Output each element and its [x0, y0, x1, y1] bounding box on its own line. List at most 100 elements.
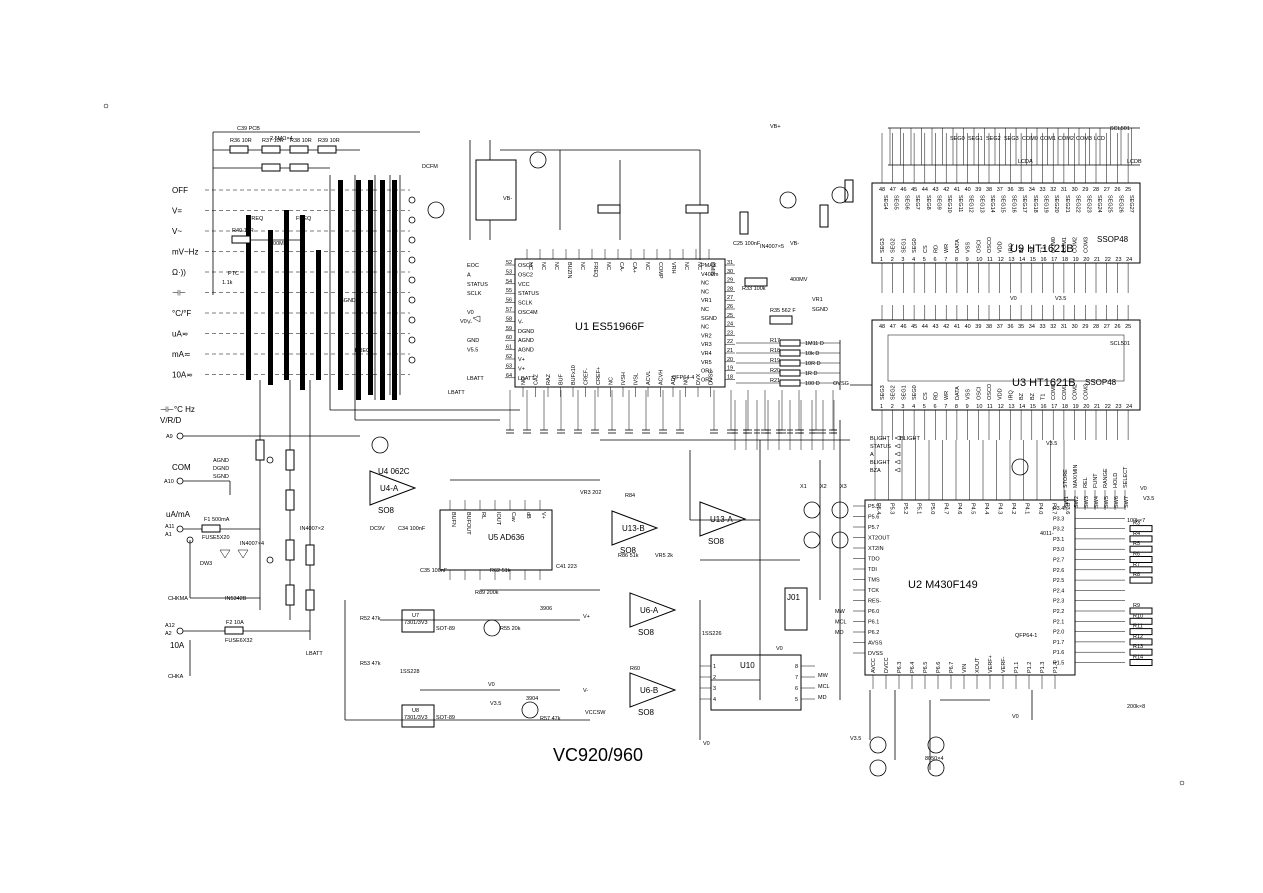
u2-pin-signal: P5.7 [868, 525, 879, 531]
input-com: COM A10 AGND DGND SGND [164, 458, 231, 495]
a10-label: 10A [170, 641, 185, 650]
u1-pin-signal: NC [684, 377, 690, 385]
u3-pin-signal: SEG0 [912, 385, 918, 400]
u2-net-resistor: R6 [1133, 552, 1140, 558]
resistor [1129, 535, 1153, 543]
u1-pin-number: 29 [727, 278, 733, 284]
u3-pin-number: 11 [987, 404, 993, 410]
u1-pin-signal: BUF [559, 373, 565, 385]
label-sgnd: SGND [340, 298, 356, 304]
u1-pin-signal: ACVL [646, 371, 652, 385]
u9-pin-number: 16 [1041, 257, 1047, 263]
lcd-bus-label: LCD [1094, 136, 1105, 142]
power-rails: V0 V0 V3.5 V0 V3.5 V3.5 V+ V- VCCSW V0 V… [460, 124, 1154, 747]
gnd-ref-agnd: AGND [213, 458, 229, 464]
net-vb-: VB- [503, 196, 512, 202]
opamp-package: SO8 [620, 546, 637, 555]
u3-pin-number: 29 [1082, 324, 1088, 330]
label-ptc: PTC [228, 271, 239, 277]
resistor [285, 449, 295, 471]
divider-id: R17 [770, 338, 780, 344]
u1-pin-signal: CAZ [534, 373, 540, 385]
lcd-b-label: LCDB [1127, 159, 1142, 165]
u1-pin-number: 62 [506, 354, 512, 360]
chka-label: CHKA [168, 674, 184, 680]
net-blight: BLIGHT [900, 436, 921, 442]
u2-pin-signal: P3.3 [1053, 516, 1064, 522]
rail-v0-u2: V0 [1140, 486, 1147, 492]
u9-pin-signal: COM3 [1083, 237, 1089, 253]
u3-pin-number: 14 [1019, 404, 1025, 410]
u3-pin-number: 3 [901, 404, 904, 410]
u2-pin-signal: XT2OUT [868, 536, 890, 542]
u2-pin-signal: P1.4 [1053, 662, 1059, 673]
u2-pin-signal: P4.5 [970, 503, 976, 514]
a9-function-label-2: V/R/D [160, 416, 182, 425]
u9-pin-number: 31 [1061, 187, 1067, 193]
u3-pin-signal: WR [944, 391, 950, 400]
u9-pin-number: 18 [1062, 257, 1068, 263]
u2-pin-signal: P1.7 [1053, 640, 1064, 646]
u2-pin-signal: P5.2 [902, 503, 908, 514]
u9-pin-number: 43 [933, 187, 939, 193]
u9-pin-number: 6 [934, 257, 937, 263]
u3-pin-number: 18 [1062, 404, 1068, 410]
u1-pin-number: 58 [506, 316, 512, 322]
u2-pin-signal: P2.4 [1053, 588, 1064, 594]
u9-pin-signal: BZ [1019, 245, 1025, 253]
u5-pin-signal: V+ [540, 512, 546, 519]
corner-mark [1179, 780, 1185, 786]
u5-pin-signal: dB [525, 512, 531, 519]
resistor-r33 [744, 277, 768, 287]
u9-pin-number: 45 [911, 187, 917, 193]
u9-pin-signal: SEG1 [901, 238, 907, 253]
rail-v0-u9: V0 [1010, 296, 1017, 302]
regulator-u8-body [401, 704, 435, 728]
u9-pin-signal: SEG23 [1085, 195, 1091, 213]
label-vr3: VR3 202 [580, 490, 601, 496]
u2-pin-signal: P3.4 [1053, 506, 1064, 512]
chip-u9-body [871, 182, 1141, 264]
u2-switch-id: SW7 [1124, 496, 1130, 508]
resistor [1129, 576, 1153, 584]
u1-pin-signal: OR2 [701, 377, 712, 383]
u1-pin-signal: VR3 [701, 342, 712, 348]
u10-pin-number: 8 [795, 664, 798, 670]
u3-pin-signal: RD [934, 392, 940, 400]
u1-pin-signal: LBATT [518, 376, 535, 382]
u3-pin-signal: VSS [966, 389, 972, 400]
u3-pin-number: 22 [1105, 404, 1111, 410]
ua-ma-id-2: A1 [165, 532, 172, 538]
u3-pin-number: 35 [1018, 324, 1024, 330]
u9-pin-signal: SEG13 [978, 195, 984, 213]
resistor [739, 211, 749, 235]
u1-pin-signal: V+ [518, 366, 525, 372]
u9-pin-number: 7 [944, 257, 947, 263]
u5-pin-signal: BUFOUT [465, 512, 471, 535]
selector-label: V~ [172, 227, 182, 236]
u1-pin-signal: IVSH [621, 372, 627, 385]
u2-net-resistor: R8 [1133, 572, 1140, 578]
u2-net-resistor: R12 [1133, 634, 1143, 640]
opamp-label: U6-A [640, 606, 659, 615]
u9-pin-number: 38 [986, 187, 992, 193]
net-ovsg: OVSG [833, 381, 849, 387]
u3-pin-number: 2 [891, 404, 894, 410]
u9-pin-number: 39 [975, 187, 981, 193]
u9-pin-signal: SEG15 [1000, 195, 1006, 213]
label-c41: C41 223 [556, 564, 577, 570]
u2-pin-signal: P5.1 [916, 503, 922, 514]
chip-u1-body [514, 258, 726, 388]
u2-pin-signal: P1.3 [1040, 662, 1046, 673]
u2-pin-signal: P3.0 [1053, 547, 1064, 553]
u1-pin-signal: SGND [701, 316, 717, 322]
transistor-symbol [521, 701, 539, 719]
u9-pin-signal: DATA [955, 239, 961, 253]
u1-pin-signal: BUZIN [566, 262, 572, 279]
selector-label: uA≂ [172, 330, 189, 339]
rail-vplus: V+ [583, 614, 590, 620]
opamp-label: U13-A [710, 515, 733, 524]
label-in5342b: IN5342B [225, 596, 247, 602]
u2-switch-label: STORE [1063, 469, 1069, 488]
u9-pin-signal: SEG8 [925, 195, 931, 210]
